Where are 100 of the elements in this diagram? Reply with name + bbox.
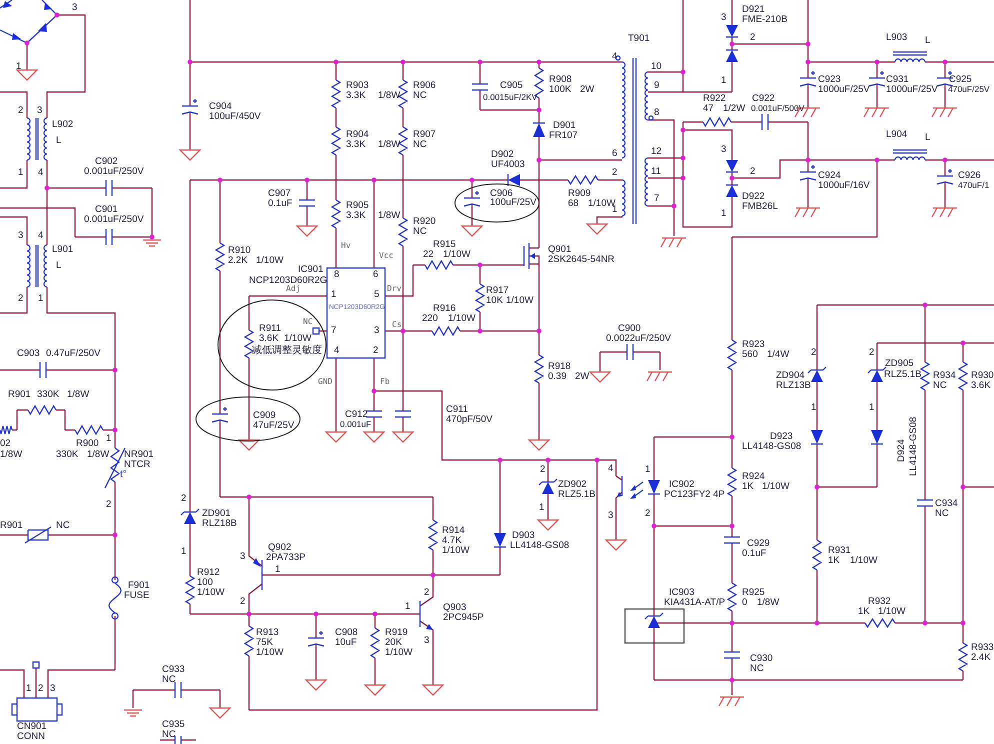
pin-number: 9 [654, 81, 660, 90]
component-label: NC [933, 381, 947, 390]
component-label: IC901 [298, 265, 324, 274]
component-label: 1/4W [767, 350, 790, 360]
component-label: C907 [268, 189, 291, 198]
pin-number: 1 [721, 76, 726, 86]
component-label: CN901 [17, 722, 47, 732]
component-label: RLZ5.1B [884, 370, 922, 380]
component-label: 68 [568, 199, 579, 208]
component-label: IC902 [669, 480, 694, 490]
component-label: 3.3K [346, 140, 366, 150]
component-label: 1/8W [67, 390, 90, 400]
component-label: NC [935, 509, 949, 518]
component-label: R916 [433, 304, 456, 314]
component-label: NR901 [124, 450, 154, 460]
pin-number: 4 [612, 52, 618, 62]
component-label: C926 [958, 171, 981, 180]
component-label: L902 [52, 120, 74, 130]
component-label: 1/10W [284, 334, 312, 344]
pin-number: 5 [374, 290, 380, 300]
component-label: 330K [37, 390, 60, 400]
component-label: NC [162, 730, 176, 740]
component-label: 1/8W [0, 450, 22, 460]
component-label: NCP1203D60R2G [249, 276, 328, 286]
component-label: 470pF/50V [446, 415, 492, 424]
component-label: R932 [868, 597, 891, 606]
component-label: R901 [8, 390, 31, 400]
pin-number: 3 [240, 552, 246, 562]
component-label: NC [413, 91, 427, 100]
component-label: C905 [500, 81, 523, 90]
component-label: LL4148-GS08 [909, 416, 918, 476]
pin-number: 1 [18, 168, 24, 178]
component-label: 100uF/450V [209, 112, 261, 122]
component-label: C902 [95, 157, 118, 166]
pin-number: 3 [721, 145, 726, 154]
pin-name: GND [318, 378, 332, 386]
pin-number: 2 [106, 500, 112, 510]
component-label: NC [413, 227, 427, 236]
component-label: 0.0015uF/2KV [483, 93, 538, 102]
component-label: C911 [446, 405, 468, 414]
component-label: LL4148-GS08 [742, 442, 802, 452]
component-label: 2W [575, 372, 590, 382]
pin-number: 4 [38, 168, 44, 178]
component-label: R931 [828, 546, 851, 556]
pin-number: 1 [331, 290, 336, 300]
pin-name: Adj [286, 285, 300, 293]
pin-number: 11 [651, 167, 661, 176]
component-label: 1/8W [378, 91, 400, 100]
component-label: 47 [703, 104, 714, 114]
component-label: NC [413, 140, 427, 150]
pin-number: 4 [334, 346, 340, 356]
pin-number: 2 [181, 494, 186, 504]
component-label: L [56, 261, 62, 270]
component-label: R909 [568, 189, 591, 198]
component-label: 470uF/1 [958, 181, 990, 190]
pin-number: 2 [540, 465, 546, 474]
pin-number: 2 [612, 168, 618, 178]
component-label: L904 [886, 130, 908, 140]
pin-name: Vcc [379, 252, 394, 260]
component-label: 1000uF/25V [886, 85, 938, 94]
component-label: 1K [742, 482, 754, 492]
pin-number: 2 [424, 588, 430, 598]
component-label: 2.4K [971, 653, 991, 662]
component-label: UF4003 [491, 160, 525, 170]
pin-number: 3 [37, 106, 42, 116]
component-label: 1/10W [878, 607, 906, 616]
component-label: R904 [346, 130, 369, 140]
component-label: 3.6K [259, 334, 279, 344]
component-label: D924 [897, 439, 906, 462]
pin-number: 2 [18, 106, 24, 116]
component-label: 1/8W [87, 450, 110, 460]
component-label: R919 [385, 628, 408, 638]
pin-number: 2 [18, 294, 24, 304]
component-label: C934 [935, 499, 958, 508]
component-label: C924 [818, 171, 841, 180]
component-label: R918 [548, 362, 571, 372]
pin-number: 3 [721, 13, 726, 22]
pin-number: 12 [651, 147, 662, 156]
component-label: 2PA733P [266, 553, 306, 562]
component-label: ZD901 [202, 509, 231, 518]
pin-name: Hv [341, 242, 351, 250]
component-label: 3.3K [346, 211, 366, 220]
component-label: C904 [209, 102, 232, 112]
pin-number: 8 [654, 108, 660, 118]
pin-number: 4 [38, 231, 44, 240]
component-label: 1/10W [385, 648, 412, 658]
pin-number: 3 [18, 231, 24, 240]
component-label: 3.6K [971, 381, 991, 390]
annotation-note: 减低调整灵敏度 [252, 346, 322, 356]
component-label: C925 [949, 75, 972, 84]
pin-number: 2 [811, 348, 816, 358]
component-label: 330K [56, 450, 78, 460]
component-label: C931 [886, 75, 909, 84]
component-label: 100 [197, 578, 213, 588]
component-label: C903 [17, 349, 40, 358]
component-label: NC [750, 664, 764, 674]
component-label: R900 [76, 439, 99, 448]
component-label: R924 [742, 472, 765, 482]
component-label: F901 [128, 581, 150, 590]
component-label: 1/10W [197, 588, 224, 598]
